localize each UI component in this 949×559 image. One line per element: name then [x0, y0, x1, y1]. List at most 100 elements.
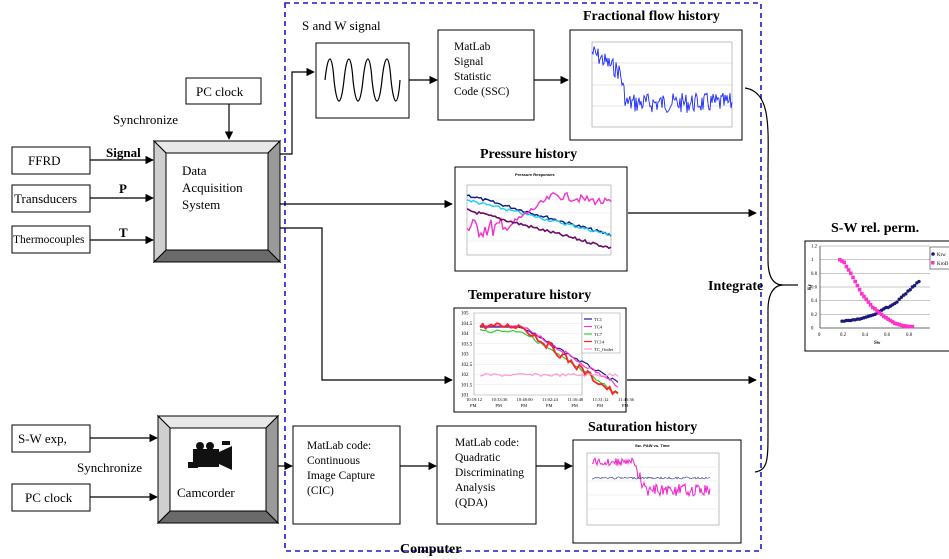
relperm-xtick-label: 0.6: [884, 333, 891, 338]
pc-clock-bottom-box: [11, 483, 91, 512]
daq-to-temperature-arrow: [280, 227, 453, 385]
temperature-xtick-time: 10:48:00: [517, 397, 534, 402]
temperature-xtick-ampm: PM: [521, 403, 528, 408]
sw-exp-box: [11, 424, 91, 453]
camcorder-label: Camcorder: [177, 485, 235, 500]
p-label: P: [119, 181, 127, 196]
temperature-ytick-label: 104.5: [461, 322, 473, 327]
relperm-krod-point: [908, 324, 912, 329]
relperm-krod-point: [884, 315, 888, 320]
relperm-krod-point: [842, 260, 846, 265]
pc-clock-top-box: [185, 77, 262, 105]
relperm-krod-point: [879, 312, 884, 317]
relperm-krod-point: [871, 305, 875, 310]
pressure-history-title: Pressure history: [480, 147, 577, 162]
relperm-xtick-label: 0.2: [840, 333, 847, 338]
relperm-krod-point: [901, 324, 906, 328]
cic-label-1: MatLab code:: [307, 440, 371, 452]
relperm-ytick-label: 1: [811, 258, 814, 263]
fractional-flow-chart: [569, 29, 743, 141]
temperature-xtick-ampm: PM: [470, 403, 477, 408]
relperm-ytick-label: 1.2: [811, 245, 818, 250]
sw-signal-title: S and W signal: [302, 18, 381, 33]
relperm-ytick-label: 0.6: [811, 286, 818, 291]
temperature-ytick-label: 103: [461, 353, 469, 358]
temperature-legend-box: [581, 312, 621, 354]
temperature-legend-label: TC1: [594, 317, 602, 322]
relperm-krod-point: [910, 324, 915, 329]
relperm-krod-point: [873, 307, 877, 311]
qda-label-4: Analysis: [455, 482, 496, 494]
saturation-chart-title: Sw- P&W vs. Time: [635, 443, 670, 448]
relperm-krod-point: [882, 314, 886, 319]
saturation-history-title: Saturation history: [588, 420, 697, 435]
relperm-krod-point: [899, 323, 904, 328]
relperm-xtick-label: 0.8: [906, 333, 913, 338]
temperature-ytick-label: 105: [461, 312, 469, 317]
relperm-krod-point: [864, 297, 868, 302]
relperm-krod-point: [886, 317, 890, 321]
temperature-series-line: [479, 372, 619, 378]
relperm-krod-point: [840, 259, 844, 263]
relperm-krod-point: [875, 309, 879, 313]
ssc-box: [437, 29, 535, 121]
temperature-xtick-ampm: PM: [597, 403, 604, 408]
temperature-legend-label: TC4: [594, 324, 603, 329]
integrate-bracket: [744, 87, 784, 473]
relperm-xtick-label: 0: [818, 333, 821, 338]
cic-label-4: (CIC): [307, 485, 334, 497]
relperm-krod-point: [888, 318, 893, 323]
ssc-label-2: Signal: [454, 56, 483, 68]
pressure-history-chart: Pressure Responses: [454, 166, 628, 272]
relperm-krod-point: [904, 324, 908, 328]
temperature-series-line: [479, 322, 619, 396]
daq-label-2: Acquisition: [182, 180, 243, 195]
ssc-label-4: Code (SSC): [454, 86, 509, 98]
temperature-ytick-label: 101.5: [461, 383, 473, 388]
relperm-krod-point: [897, 322, 901, 327]
pressure-series-3-line: [466, 191, 612, 239]
daq-box: [152, 139, 282, 264]
cic-label-2: Continuous: [307, 455, 361, 467]
relperm-krod-point: [853, 279, 857, 284]
relperm-krod-point: [890, 320, 895, 324]
fractional-flow-series-line: [591, 46, 733, 114]
sw-exp-label: S-W exp,: [18, 431, 67, 446]
temperature-ytick-label: 103.5: [461, 342, 473, 347]
t-label: T: [119, 225, 128, 240]
relperm-legend-marker: [931, 252, 935, 256]
synchronize-bottom-label: Synchronize: [77, 460, 142, 475]
computer-boundary: [284, 2, 762, 552]
qda-label-5: (QDA): [455, 497, 488, 509]
relperm-krod-point: [851, 275, 855, 280]
transducers-label: Transducers: [14, 191, 77, 206]
temperature-xtick-time: 11:31:12: [593, 397, 609, 402]
synchronize-top-label: Synchronize: [113, 112, 178, 127]
relperm-krod-point: [862, 294, 866, 299]
relperm-krw-point: [908, 288, 912, 292]
relperm-krw-point: [899, 295, 904, 299]
temperature-ytick-label: 104: [461, 332, 469, 337]
relperm-ytick-label: 0.4: [811, 299, 818, 304]
qda-label-2: Quadratic: [455, 452, 500, 464]
sine-wave-icon: [324, 58, 401, 102]
temperature-xtick-time: 10:19:12: [466, 397, 482, 402]
pc-clock-top-label: PC clock: [196, 84, 244, 99]
temperature-legend-label: TC14: [594, 339, 605, 344]
temperature-ytick-label: 102.5: [461, 363, 473, 368]
relperm-krw-point: [895, 300, 899, 304]
temperature-legend-label: TC7: [594, 332, 603, 337]
pressure-chart-title: Pressure Responses: [515, 172, 555, 177]
temperature-ytick-label: 102: [461, 373, 469, 378]
relperm-krw-point: [904, 292, 908, 296]
relperm-krod-point: [895, 322, 899, 326]
relperm-krod-point: [893, 321, 897, 326]
temperature-xtick-ampm: PM: [622, 403, 629, 408]
qda-label-1: MatLab code:: [455, 437, 519, 449]
pressure-series-4-line: [466, 207, 612, 250]
relperm-krod-point: [868, 302, 873, 307]
video-camera-icon: [188, 441, 232, 470]
relperm-krod-point: [866, 300, 871, 304]
relperm-krod-point: [838, 257, 842, 262]
